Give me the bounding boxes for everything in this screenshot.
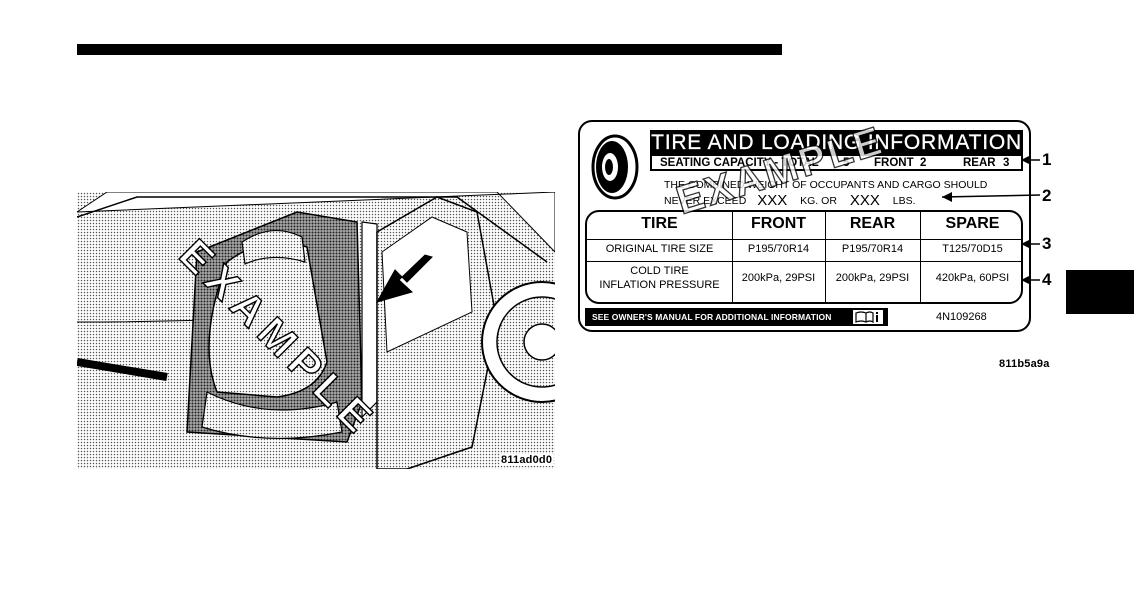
owners-manual-bar: SEE OWNER'S MANUAL FOR ADDITIONAL INFORM… [585,308,888,326]
row-cold-spare: 420kPa, 60PSI [935,272,1010,284]
arrow-icon [375,254,433,303]
header-spare: SPARE [945,215,1000,232]
row-cold-rear: 200kPa, 29PSI [835,272,910,284]
tire-loading-label: TIRE AND LOADING INFORMATION SEATING CAP… [578,120,1031,332]
door-location-figure: EXAMPLE 811ad0d0 [77,192,555,469]
never-exceed-label: NEVER EXCEED [664,195,747,207]
row-cold-tire-label-1: COLD TIRE [630,265,689,277]
label-part-number: 4N109268 [936,311,987,323]
lbs-unit: LBS. [892,195,916,207]
row-original-rear: P195/70R14 [841,243,904,255]
label-title: TIRE AND LOADING INFORMATION [651,131,1022,154]
callout-4: 4 [1042,270,1052,289]
row-cold-front: 200kPa, 29PSI [741,272,816,284]
header-rear: REAR [849,215,896,232]
seating-front-value: 2 [920,157,927,169]
figure-code-right: 811b5a9a [999,358,1050,370]
kg-or-label: KG. OR [800,195,837,207]
seating-front-label: FRONT [874,157,914,169]
seating-total-value: 5 [843,157,850,169]
tire-size-table: TIRE FRONT REAR SPARE ORIGINAL TIRE SIZE… [585,210,1023,304]
header-tire: TIRE [641,215,678,232]
lbs-value: XXX [849,192,880,209]
row-cold-tire-label-2: INFLATION PRESSURE [599,279,720,291]
header-front: FRONT [750,215,807,232]
figure-code: 811ad0d0 [500,454,554,466]
label-title-bar: TIRE AND LOADING INFORMATION [650,130,1023,154]
row-original-tire-size-label: ORIGINAL TIRE SIZE [605,243,714,255]
seating-rear-value: 3 [1003,157,1010,169]
kg-value: XXX [757,192,788,209]
tire-icon [591,134,639,200]
seating-total-label: SEATING CAPACITY - TOTAL [660,157,819,169]
row-original-front: P195/70R14 [747,243,810,255]
section-tab [1066,270,1134,314]
combined-weight-text: THE COMBINED WEIGHT OF OCCUPANTS AND CAR… [664,179,988,191]
owners-manual-text: SEE OWNER'S MANUAL FOR ADDITIONAL INFORM… [592,312,832,322]
callout-1: 1 [1042,150,1052,169]
header-rule [77,44,782,55]
callout-3: 3 [1042,234,1052,253]
seating-rear-label: REAR [963,157,996,169]
row-original-spare: T125/70D15 [942,243,1003,255]
never-exceed-row: NEVER EXCEED XXX KG. OR XXX LBS. [664,192,916,209]
callout-2: 2 [1042,186,1052,205]
manual-book-icon [853,310,883,324]
car-door-illustration: EXAMPLE [77,192,555,469]
seating-capacity-row: SEATING CAPACITY - TOTAL 5 FRONT 2 REAR … [650,154,1023,171]
